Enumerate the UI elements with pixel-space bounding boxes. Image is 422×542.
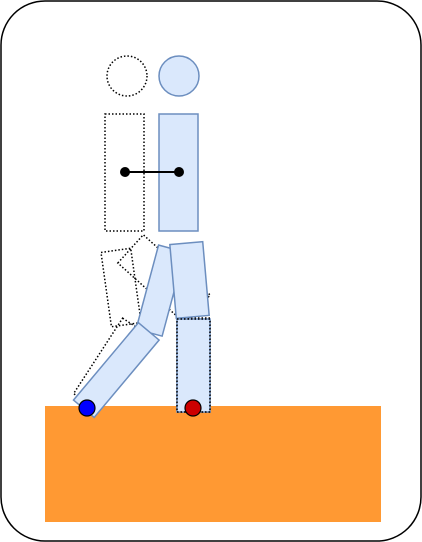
ghost-head: [106, 55, 148, 97]
front-foot-contact: [184, 399, 202, 417]
rear-foot-contact: [78, 399, 96, 417]
body-lower-leg-front: [176, 318, 211, 413]
ghost-upper-leg-left: [100, 247, 142, 328]
ground-block: [45, 406, 381, 522]
hip-connector: [120, 167, 184, 177]
body-head: [158, 55, 200, 97]
ghost-torso: [104, 113, 145, 232]
hip-joint-ghost: [120, 167, 130, 177]
hip-joint-body: [174, 167, 184, 177]
body-upper-leg-front: [169, 240, 210, 320]
